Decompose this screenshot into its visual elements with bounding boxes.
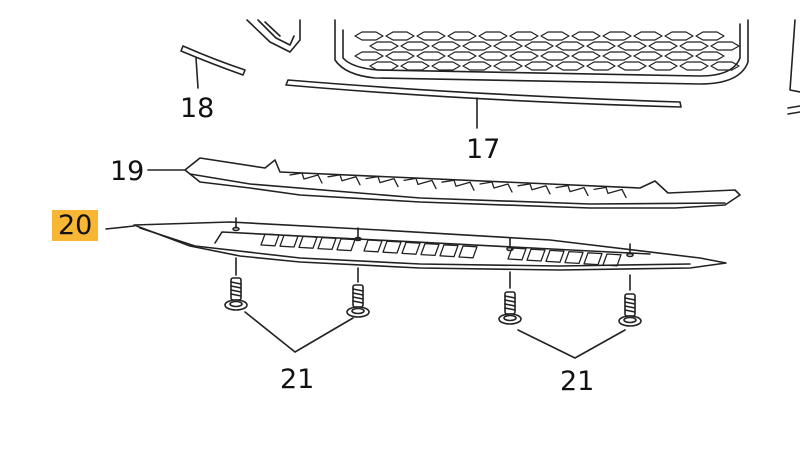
clip-holes (232, 217, 634, 258)
insert-slat (403, 177, 437, 190)
honeycomb-cell (462, 61, 492, 71)
spoiler-slat (317, 236, 337, 251)
insert-slat (441, 179, 475, 191)
spoiler-slat (401, 241, 421, 255)
honeycomb-cell (586, 61, 616, 71)
screw-icon (498, 291, 522, 325)
right-edge-fragment (787, 19, 800, 115)
honeycomb-cell (509, 51, 539, 61)
honeycomb-cell (447, 31, 477, 41)
honeycomb-cell (633, 51, 663, 61)
spoiler-slat (439, 244, 459, 258)
spoiler-slat (420, 242, 440, 257)
honeycomb-cell (385, 51, 415, 61)
honeycomb-cell (400, 61, 430, 71)
part-17-trim-strip (285, 79, 682, 129)
honeycomb-cell (648, 41, 678, 51)
insert-slat (479, 181, 513, 193)
honeycomb-cell (524, 61, 554, 71)
spoiler-slat (507, 247, 527, 261)
honeycomb-cell (617, 41, 647, 51)
honeycomb-cell (695, 51, 725, 61)
honeycomb-cell (648, 61, 678, 71)
insert-slat (517, 183, 551, 195)
callout-21-right: 21 (560, 366, 595, 397)
honeycomb-cell (447, 51, 477, 61)
spoiler-slat (526, 248, 546, 262)
honeycomb-cell (695, 31, 725, 41)
spoiler-slat (545, 249, 565, 263)
honeycomb-cell (633, 31, 663, 41)
honeycomb-cell (416, 31, 446, 41)
spoiler-slat (564, 250, 584, 265)
honeycomb-cell (400, 41, 430, 51)
callout-17: 17 (466, 134, 501, 165)
main-grille-honeycomb (334, 19, 749, 85)
honeycomb-cell (555, 61, 585, 71)
callout-18: 18 (180, 93, 215, 124)
honeycomb-cell (571, 51, 601, 61)
honeycomb-cell (555, 41, 585, 51)
honeycomb-cell (493, 61, 523, 71)
spoiler-slat (382, 240, 402, 254)
part-18-trim-strip (180, 45, 246, 89)
honeycomb-cell (354, 51, 384, 61)
honeycomb-cell (509, 31, 539, 41)
honeycomb-cell (602, 51, 632, 61)
honeycomb-cell (478, 51, 508, 61)
honeycomb-cell (478, 31, 508, 41)
honeycomb-cell (493, 41, 523, 51)
honeycomb-cell (385, 31, 415, 41)
insert-slat (289, 172, 323, 184)
honeycomb-cell (416, 51, 446, 61)
spoiler-slat (279, 234, 299, 248)
screw-icon (346, 284, 370, 318)
screw-icon (618, 293, 642, 327)
spoiler-slat (363, 239, 383, 253)
spoiler-slat (336, 238, 356, 252)
callout-19: 19 (110, 156, 145, 187)
honeycomb-cell (617, 61, 647, 71)
honeycomb-cell (602, 31, 632, 41)
honeycomb-cell (431, 41, 461, 51)
spoiler-slat (458, 245, 478, 259)
honeycomb-cell (369, 61, 399, 71)
spoiler-slat (298, 235, 318, 249)
insert-slat (593, 186, 627, 199)
honeycomb-cell (679, 61, 709, 71)
part-20-spoiler-strip (105, 217, 727, 271)
honeycomb-cell (524, 41, 554, 51)
honeycomb-cell (462, 41, 492, 51)
insert-slat (555, 184, 589, 197)
part-19-grille-insert (147, 157, 741, 209)
callout-20-highlighted: 20 (52, 210, 99, 241)
honeycomb-cell (679, 41, 709, 51)
honeycomb-cell (354, 31, 384, 41)
honeycomb-cell (664, 31, 694, 41)
insert-slat (327, 174, 361, 186)
honeycomb-cell (664, 51, 694, 61)
honeycomb-cell (710, 41, 740, 51)
honeycomb-cell (586, 41, 616, 51)
honeycomb-cell (540, 31, 570, 41)
honeycomb-cell (540, 51, 570, 61)
honeycomb-cell (431, 61, 461, 71)
spoiler-slat (260, 233, 280, 247)
screw-icon (224, 277, 248, 311)
honeycomb-cell (369, 41, 399, 51)
callout-21-left: 21 (280, 364, 315, 395)
spoiler-slat (583, 252, 603, 266)
honeycomb-cell (571, 31, 601, 41)
insert-slat (365, 175, 399, 188)
part-21-screws (224, 257, 642, 359)
spoiler-slat (602, 253, 622, 267)
honeycomb-cell (710, 61, 740, 71)
grille-frame-left-fragment (246, 19, 301, 53)
